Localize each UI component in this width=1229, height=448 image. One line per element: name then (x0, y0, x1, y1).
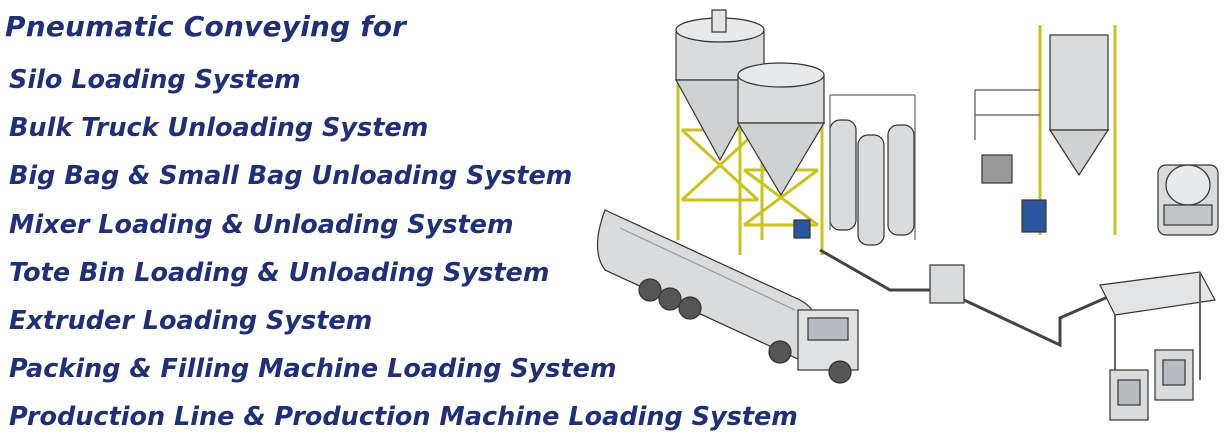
small-tanker-truck (1157, 164, 1219, 236)
text-panel: Pneumatic Conveying for Silo Loading Sys… (5, 10, 798, 432)
system-item-extruder: Extruder Loading System (9, 305, 373, 336)
page-title: Pneumatic Conveying for (5, 10, 407, 43)
silo-right (736, 62, 826, 255)
system-list: Silo Loading System Bulk Truck Unloading… (9, 62, 798, 448)
system-item-silo-loading: Silo Loading System (9, 65, 301, 95)
system-item-tote-bin: Tote Bin Loading & Unloading System (9, 257, 550, 288)
conveying-pipeline (819, 248, 1111, 348)
system-item-packing-filling: Packing & Filling Machine Loading System (9, 354, 617, 385)
bulk-tanker-truck (596, 209, 859, 384)
bag-unloading-station (1099, 271, 1216, 421)
silo-group (674, 9, 826, 255)
small-vessels (829, 94, 916, 246)
system-item-mixer: Mixer Loading & Unloading System (9, 209, 514, 240)
silo-tower (974, 25, 1117, 235)
conveying-plant-illustration (596, 9, 1219, 421)
system-item-production-line: Production Line & Production Machine Loa… (9, 402, 798, 433)
system-item-bulk-truck-unloading: Bulk Truck Unloading System (9, 113, 429, 144)
system-item-bag-unloading: Big Bag & Small Bag Unloading System (9, 161, 573, 192)
